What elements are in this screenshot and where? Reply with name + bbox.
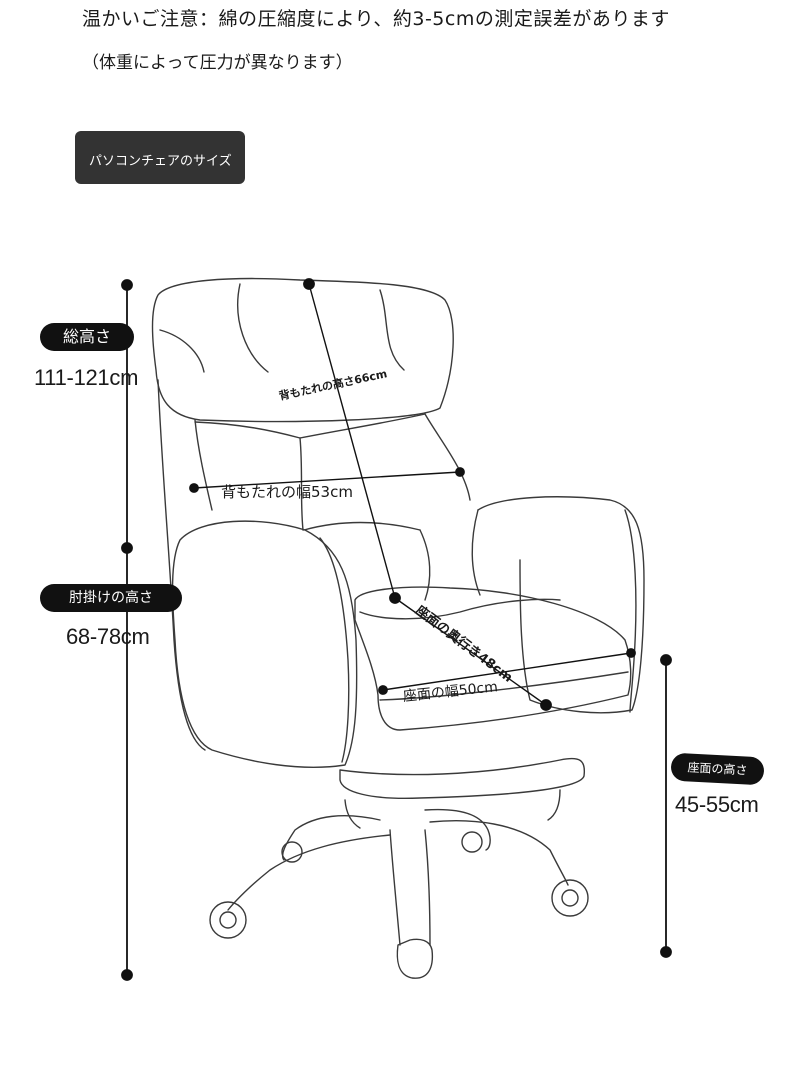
seat-height-badge: 座面の高さ xyxy=(670,752,765,786)
total-height-badge: 総高さ xyxy=(40,323,134,351)
total-height-value: 111-121cm xyxy=(34,365,139,390)
right-armrest-shape xyxy=(477,496,645,714)
section-tag: パソコンチェアのサイズ xyxy=(75,131,245,184)
left-armrest-shape xyxy=(171,520,358,768)
headrest-shape xyxy=(151,277,454,423)
armrest-height-badge: 肘掛けの高さ xyxy=(40,584,182,612)
seat-height-value: 45-55cm xyxy=(675,792,759,817)
armrest-height-value: 68-78cm xyxy=(66,624,150,649)
measurement-notice: 温かいご注意：綿の圧縮度により、約3-5cmの測定誤差があります xyxy=(82,8,670,30)
backrest-width-label: 背もたれの幅53cm xyxy=(221,483,353,501)
backrest-shape xyxy=(194,413,471,511)
seat-shape xyxy=(354,586,632,731)
section-tag-label: パソコンチェアのサイズ xyxy=(89,154,232,169)
pressure-note: （体重によって圧力が異なります） xyxy=(82,53,353,73)
